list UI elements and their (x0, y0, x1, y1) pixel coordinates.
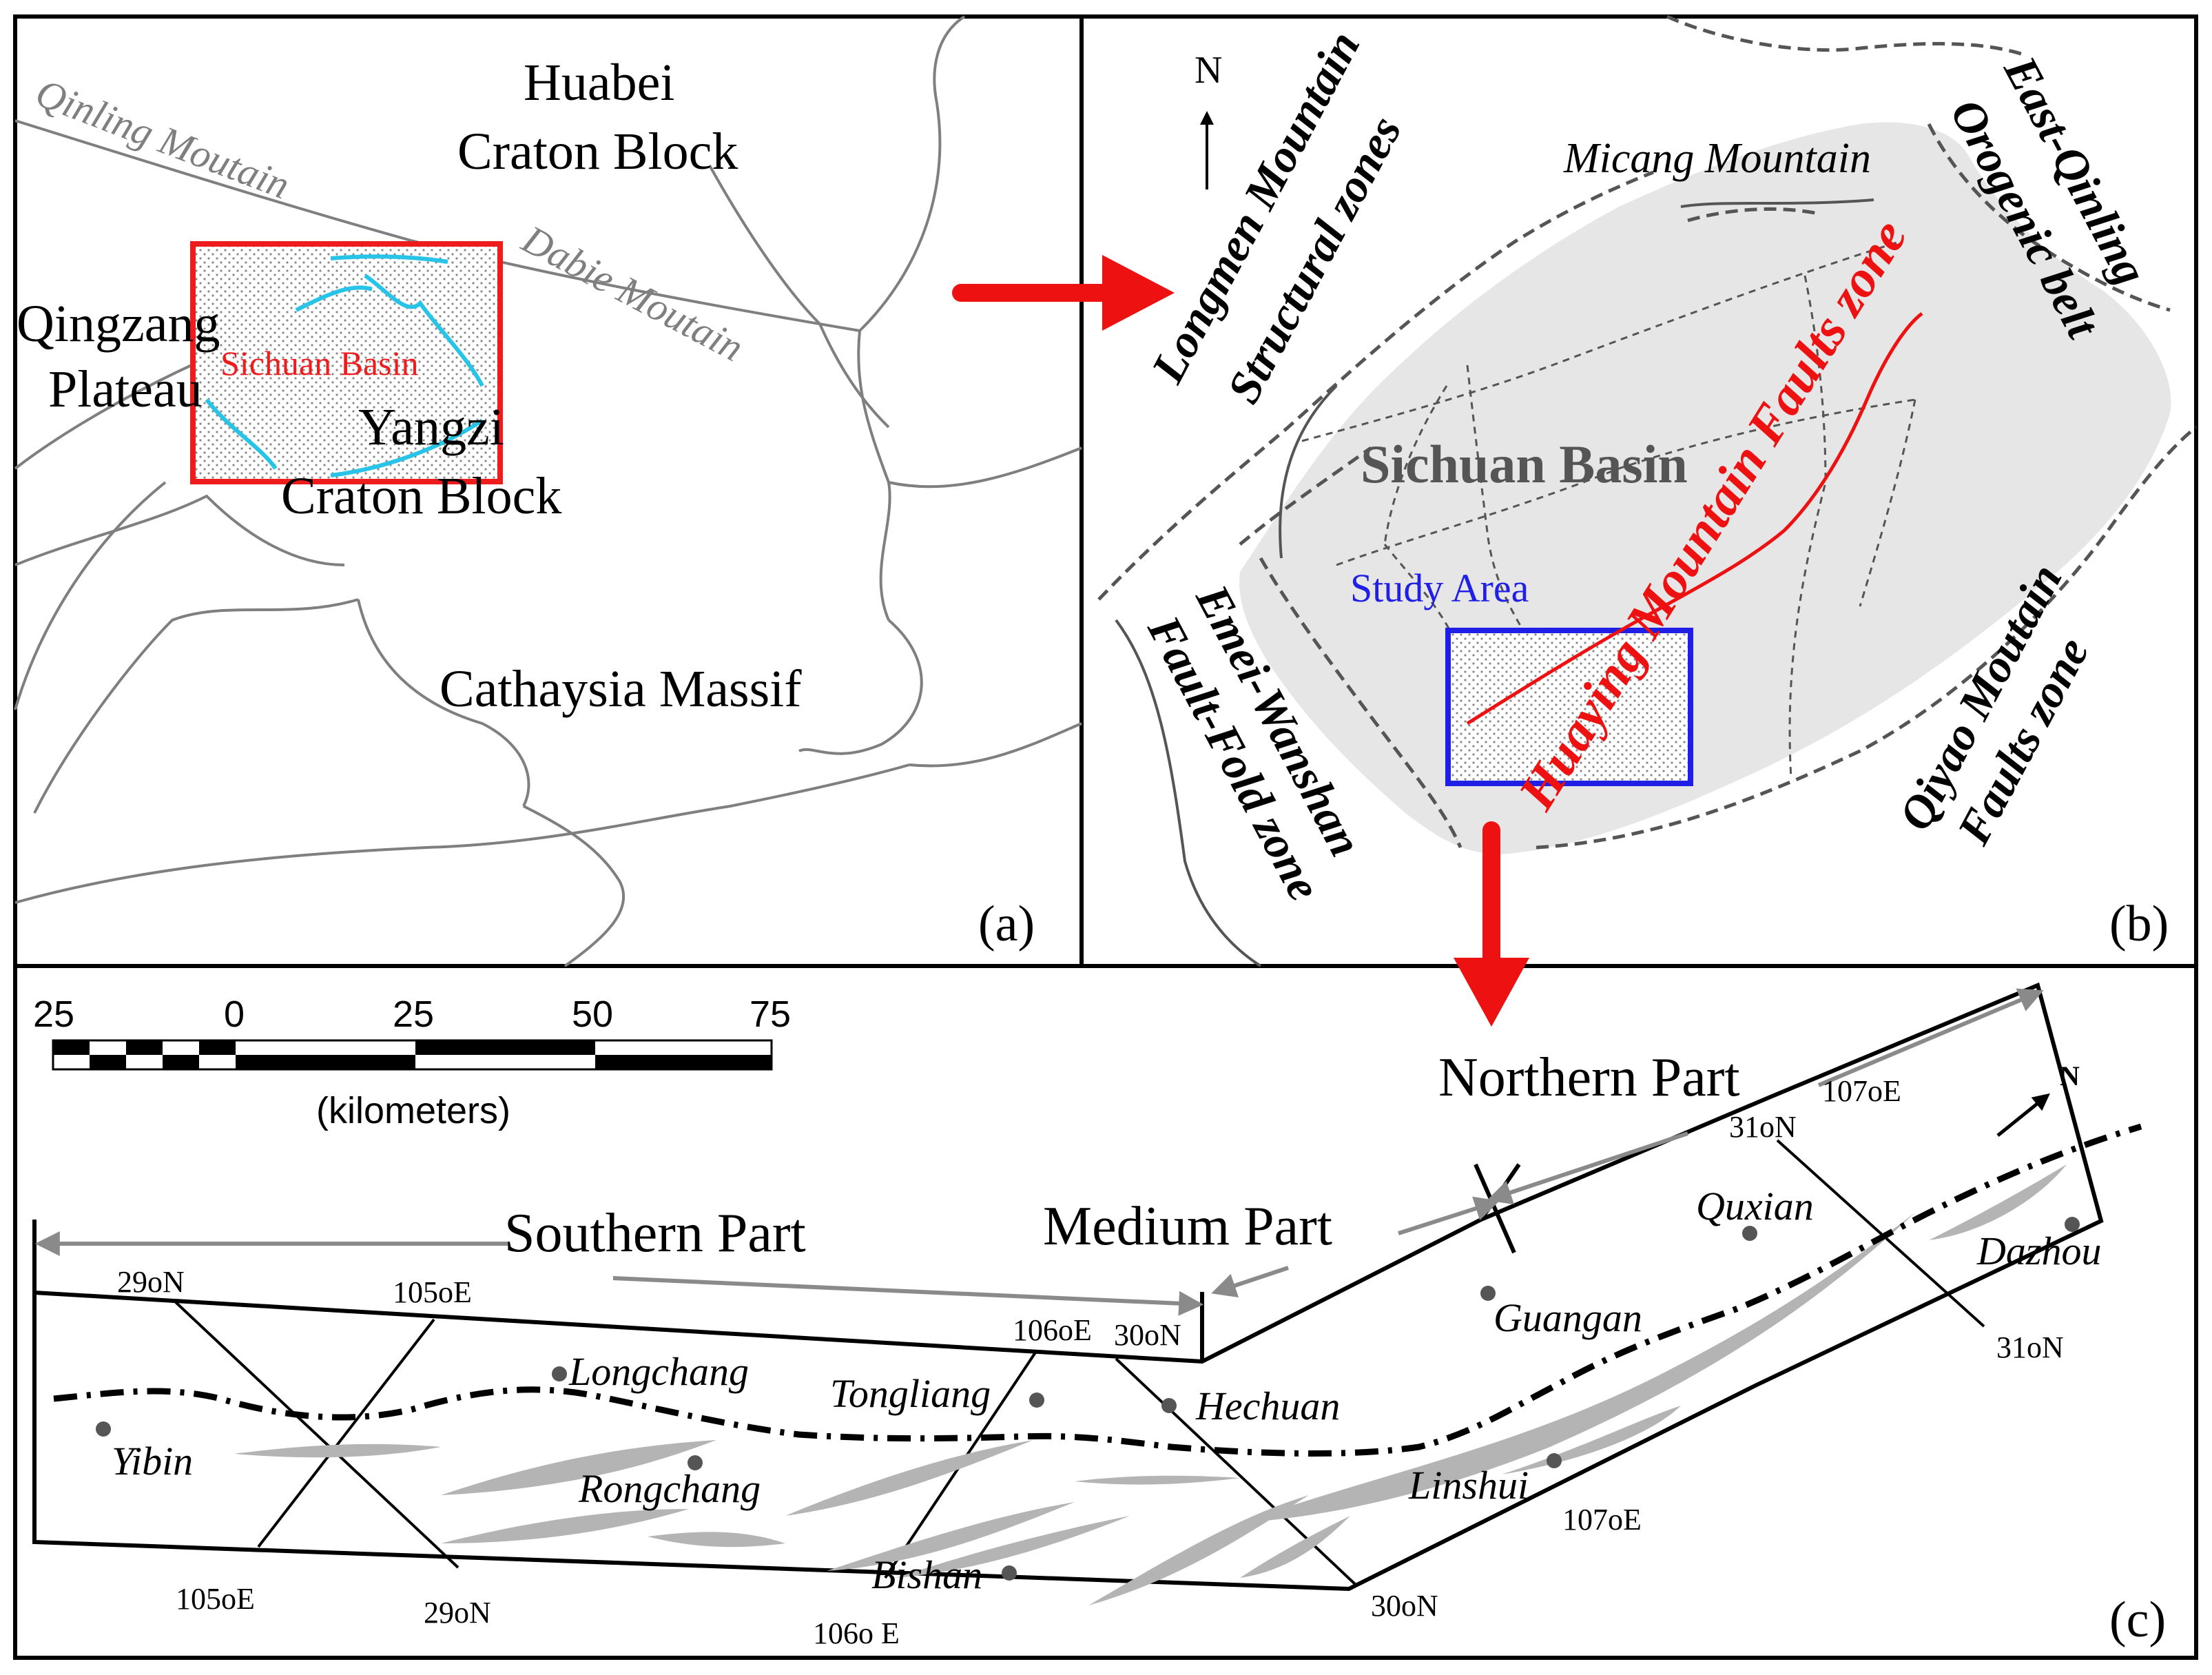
grat-31n-right: 31oN (1996, 1330, 2064, 1364)
dabie-mountain-label: Dabie Moutain (515, 216, 751, 370)
panel-frames (13, 14, 2198, 1660)
city-hechuan: Hechuan (1195, 1384, 1340, 1428)
city-rongchang: Rongchang (578, 1466, 761, 1511)
grat-30n-top: 30oN (1114, 1318, 1181, 1352)
city-linshui: Linshui (1408, 1463, 1529, 1508)
scale-tick-1: 0 (224, 994, 245, 1035)
outer-structures (1115, 198, 1874, 967)
panel-a-label: (a) (978, 896, 1035, 952)
city-quxian: Quxian (1696, 1184, 1814, 1229)
city-dazhou: Dazhou (1976, 1229, 2101, 1273)
scale-tick-4: 75 (750, 994, 791, 1035)
scale-tick-2: 25 (393, 994, 434, 1035)
grat-31n-top: 31oN (1729, 1110, 1797, 1144)
city-longchang: Longchang (568, 1349, 749, 1394)
region-qingzang-line2: Plateau (48, 360, 203, 418)
study-area-outline (32, 982, 2104, 1592)
north-arrow-b: N (1195, 49, 1222, 189)
region-huabei-line2: Craton Block (457, 123, 738, 181)
panel-b: N Sichuan Basin Study Area Micang Mounta… (1097, 14, 2198, 967)
sichuan-basin-label-a: Sichuan Basin (220, 344, 418, 382)
grat-106e-top: 106oE (1013, 1313, 1092, 1347)
grat-107e-bot: 107oE (1562, 1503, 1642, 1537)
arrow-a-to-b (952, 255, 1175, 331)
scale-bar: 25 0 25 50 75 (kilometers) (33, 994, 791, 1131)
panel-c-frame (13, 964, 2198, 1660)
internal-faults (1301, 240, 1916, 779)
city-bishan: Bishan (871, 1552, 982, 1597)
basin-margin-thrusts (1097, 14, 2198, 850)
panel-c: 25 0 25 50 75 (kilometers) (32, 982, 2166, 1650)
scale-unit: (kilometers) (316, 1090, 510, 1131)
north-label-c: N (2060, 1060, 2080, 1091)
northern-part-label: Northern Part (1438, 1047, 1740, 1108)
region-yangzi-line1: Yangzi (358, 398, 504, 456)
grat-29n-bot: 29oN (424, 1596, 491, 1630)
huaying-fault-trace (1466, 312, 1923, 726)
grat-105e-top: 105oE (393, 1275, 472, 1309)
study-area-label: Study Area (1350, 566, 1529, 610)
southern-part-label: Southern Part (504, 1203, 806, 1264)
north-label-b: N (1195, 49, 1222, 92)
city-yibin: Yibin (112, 1439, 193, 1483)
anticline-axial-trace (53, 1123, 2142, 1457)
anticline-bands (234, 1164, 2067, 1605)
panel-a: Huabei Craton Block Qingzang Plateau Yan… (14, 15, 1082, 967)
part-extent-arrows (34, 988, 2044, 1316)
panel-c-label: (c) (2109, 1592, 2166, 1648)
grat-30n-bot: 30oN (1371, 1589, 1438, 1623)
basin-fault-traces (205, 254, 484, 477)
arrow-b-to-c (1454, 821, 1529, 1027)
grat-106e-bot: 106o E (813, 1616, 900, 1650)
panel-b-label: (b) (2109, 896, 2169, 952)
scale-tick-0: 25 (33, 994, 74, 1035)
grat-105e-bot: 105oE (176, 1582, 255, 1616)
region-yangzi-line2: Craton Block (281, 467, 561, 525)
medium-part-label: Medium Part (1043, 1196, 1332, 1257)
grat-29n-top: 29oN (117, 1265, 185, 1299)
micang-mountain-label: Micang Mountain (1563, 135, 1871, 182)
north-arrow-c: N (1996, 1060, 2080, 1137)
scale-tick-3: 50 (572, 994, 613, 1035)
region-cathaysia: Cathaysia Massif (440, 660, 802, 718)
region-qingzang-line1: Qingzang (17, 295, 220, 353)
region-huabei-line1: Huabei (524, 54, 674, 112)
grat-107e-top: 107oE (1822, 1074, 1901, 1108)
study-area-box (1445, 628, 1693, 786)
city-guangan: Guangan (1493, 1295, 1642, 1340)
city-dots (96, 1217, 2080, 1581)
city-tongliang: Tongliang (830, 1371, 991, 1416)
sichuan-basin-label-b: Sichuan Basin (1361, 434, 1688, 494)
sichuan-basin-outline (190, 241, 503, 484)
